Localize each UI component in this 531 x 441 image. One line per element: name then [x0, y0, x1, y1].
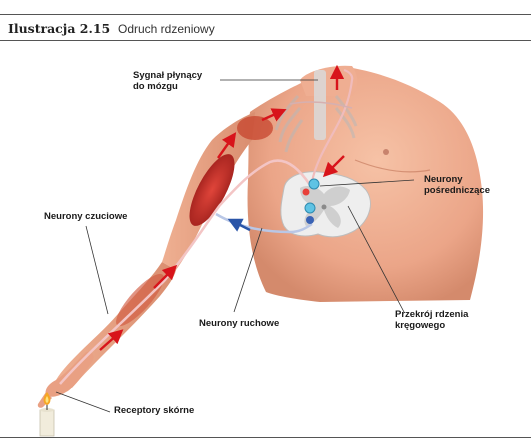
- interneuron-top: [309, 179, 319, 189]
- sensory-neuron-body: [303, 189, 310, 196]
- candle: [40, 410, 54, 436]
- spine-column: [314, 70, 326, 140]
- shoulder-muscle: [237, 116, 273, 140]
- label-sensory-neurons: Neurony czuciowe: [44, 211, 127, 222]
- label-interneurons-line2: pośredniczące: [424, 185, 490, 196]
- forearm-muscle: [110, 268, 170, 332]
- label-skin-receptors: Receptory skórne: [114, 405, 194, 416]
- label-interneurons-line1: Neurony: [424, 174, 490, 185]
- bottom-border: [0, 437, 531, 438]
- label-signal-line2: do mózgu: [133, 81, 202, 92]
- label-section-line2: kręgowego: [395, 320, 468, 331]
- label-spinal-section: Przekrój rdzenia kręgowego: [395, 309, 468, 331]
- interneuron-bottom: [305, 203, 315, 213]
- label-section-line1: Przekrój rdzenia: [395, 309, 468, 320]
- label-interneurons: Neurony pośredniczące: [424, 174, 490, 196]
- leader-sensory: [86, 226, 108, 314]
- motor-neuron-body: [306, 216, 314, 224]
- nipple: [383, 149, 389, 155]
- leader-receptors: [56, 392, 110, 412]
- label-motor-neurons: Neurony ruchowe: [199, 318, 279, 329]
- label-signal-line1: Sygnał płynący: [133, 70, 202, 81]
- label-signal-brain: Sygnał płynący do mózgu: [133, 70, 202, 92]
- neck: [300, 66, 357, 96]
